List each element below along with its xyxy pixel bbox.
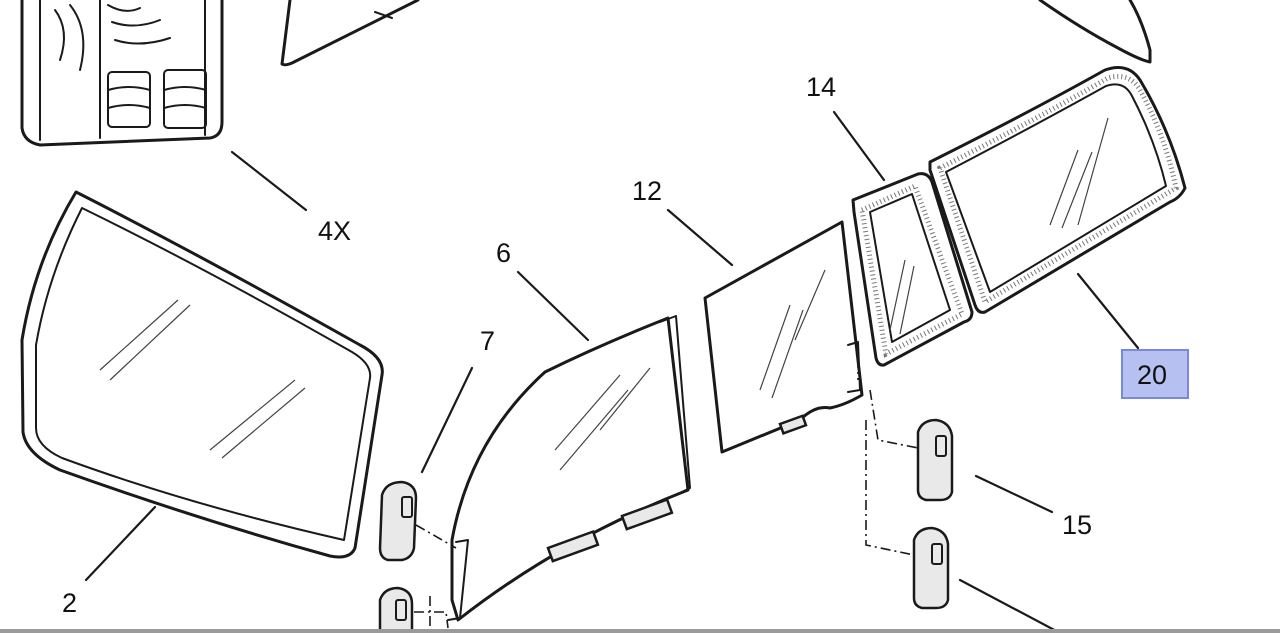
bottom-divider — [0, 629, 1280, 633]
leader-lines — [84, 110, 1140, 633]
rear-door-glass-part-12 — [703, 220, 864, 454]
callout-2: 2 — [62, 588, 77, 618]
door-glass-part-6 — [447, 315, 691, 622]
callout-4x: 4X — [318, 216, 351, 246]
parts-package-4x — [20, 0, 224, 147]
top-center-glass — [280, 0, 420, 67]
quarter-glass-part-14 — [851, 172, 974, 367]
callout-7: 7 — [480, 326, 495, 356]
callout-15: 15 — [1062, 510, 1092, 540]
callout-14: 14 — [806, 72, 836, 102]
callout-6: 6 — [496, 238, 511, 268]
rear-side-glass-part-20 — [928, 66, 1187, 314]
callout-12: 12 — [632, 176, 662, 206]
top-right-glass — [1038, 0, 1152, 64]
clip-part-15 — [857, 358, 954, 610]
callout-20-highlight — [1121, 349, 1189, 399]
clip-part-7 — [378, 480, 457, 633]
windshield-part-2 — [20, 190, 384, 559]
callout-20: 20 — [1137, 360, 1167, 390]
